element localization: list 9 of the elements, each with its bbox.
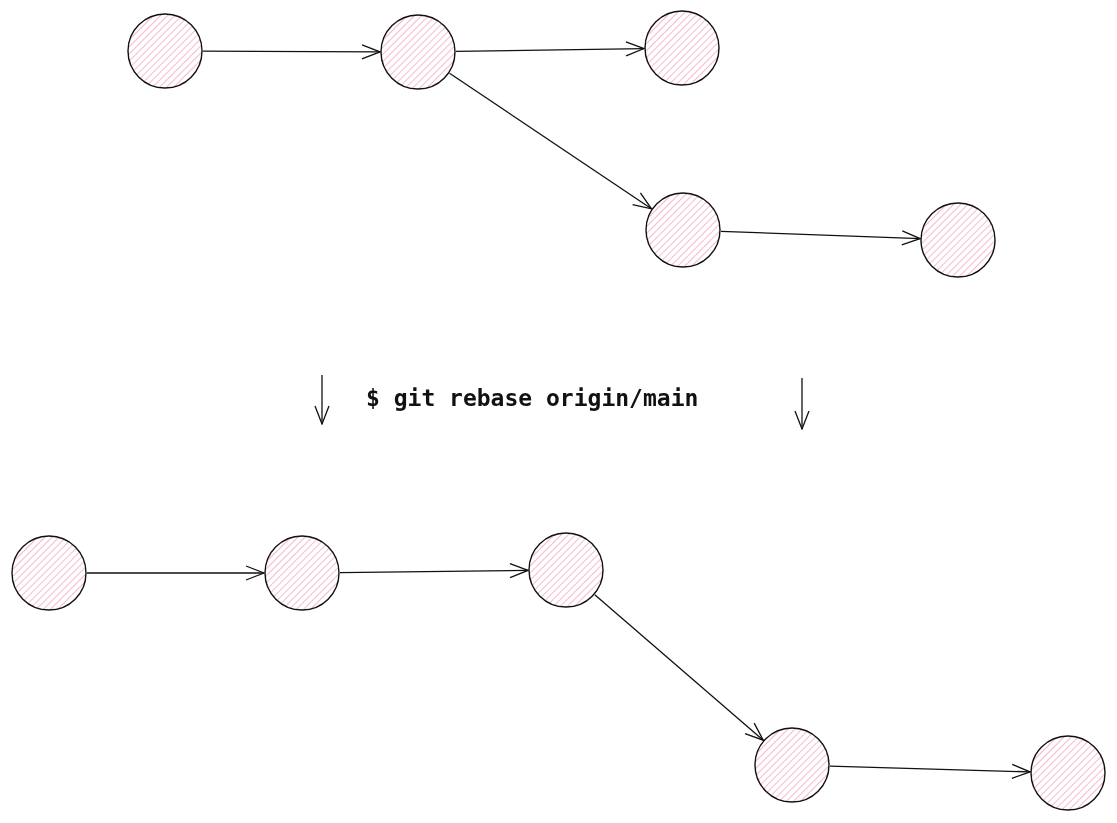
command-text: $ git rebase origin/main (366, 385, 699, 411)
arrow (448, 72, 653, 210)
arrow (86, 565, 265, 581)
arrow (455, 41, 645, 57)
arrow (594, 594, 764, 741)
arrow (720, 230, 921, 246)
arrow (829, 763, 1031, 779)
arrow (202, 44, 381, 60)
arrow (339, 563, 529, 579)
